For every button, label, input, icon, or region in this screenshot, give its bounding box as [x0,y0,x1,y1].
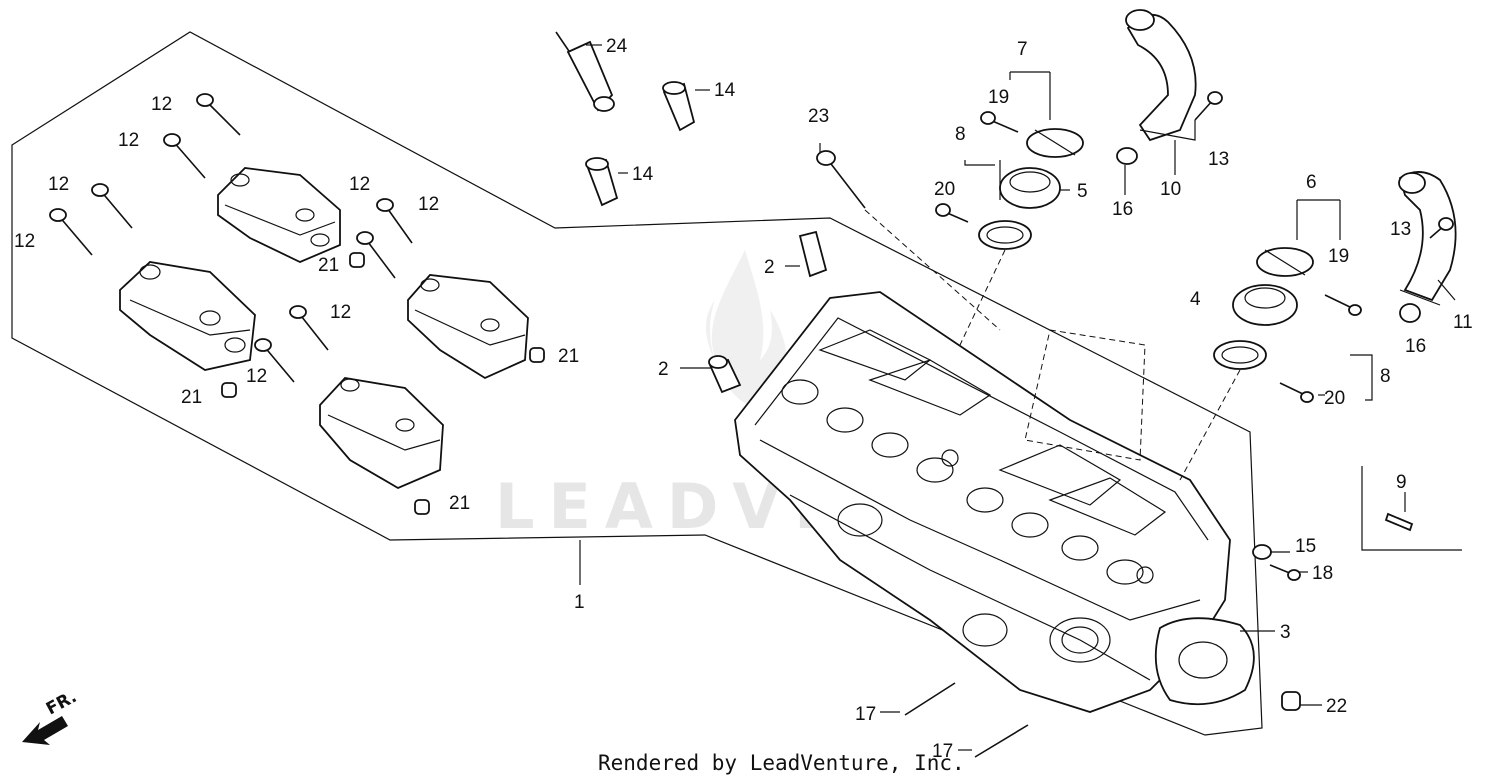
callout-23: 23 [808,106,829,127]
bolt-18 [1269,564,1301,581]
clamp-7 [1026,128,1084,158]
callout-17-upper: 17 [855,704,876,725]
alignment-lines [864,209,1241,481]
bolts-12 [49,93,413,383]
oring-8-lower [1213,340,1267,370]
callout-14-upper: 14 [714,80,736,101]
stud-17-upper [904,682,956,716]
callout-16-lower: 16 [1405,336,1426,357]
clamp-6 [1256,247,1314,277]
oring-16-lower [1399,303,1421,323]
callout-12-a: 12 [151,94,172,115]
plug-tube-upper [662,81,696,132]
caps-group-outline [11,31,1263,736]
callout-6: 6 [1306,172,1317,193]
callout-24: 24 [606,36,628,57]
callout-15: 15 [1295,536,1316,557]
group-bracket-9 [1361,466,1462,551]
callout-21-b: 21 [558,346,579,367]
plug-tube-lower [585,157,619,207]
oring-8-upper [978,220,1032,250]
callout-7: 7 [1017,39,1028,60]
callout-2-upper: 2 [764,257,775,278]
bolt-20-upper [935,203,969,223]
callout-21-a: 21 [318,255,339,276]
callout-12-c: 12 [48,174,69,195]
callout-20-upper: 20 [934,179,955,200]
leader-lines [579,44,1456,751]
pipe-10 [1125,9,1197,142]
callout-16-upper: 16 [1112,199,1133,220]
callout-labels: 24 14 14 23 7 19 8 20 5 16 10 13 6 13 19… [14,36,1473,762]
callout-13-upper: 13 [1208,149,1229,170]
holder-5 [999,167,1061,209]
holder-4 [1232,284,1298,326]
callout-9: 9 [1396,472,1407,493]
callout-10: 10 [1160,179,1181,200]
callout-12-g: 12 [330,302,351,323]
callout-12-b: 12 [118,130,139,151]
cylinder-head [734,291,1243,713]
callout-5: 5 [1077,181,1088,202]
callout-8-upper: 8 [955,124,966,145]
cam-holder-middle-left [119,261,256,371]
bolt-19-lower [1324,294,1362,316]
callout-21-c: 21 [181,387,202,408]
sensor-9 [1384,512,1414,532]
callout-8-lower: 8 [1380,366,1391,387]
cam-holder-upper-left [217,167,341,263]
callout-2-lower: 2 [658,359,669,380]
oring-16-upper [1116,147,1138,165]
spark-plug [555,31,615,112]
callout-4: 4 [1190,289,1201,310]
bolt-20-lower [1279,382,1314,403]
callout-3: 3 [1280,622,1291,643]
dowel-pins-21 [221,252,545,515]
exhaust-gasket [1154,617,1255,706]
front-label: FR. [43,687,80,719]
callout-18: 18 [1312,563,1333,584]
footer-credit: Rendered by LeadVenture, Inc. [598,751,965,775]
bolt-19-upper [980,111,1019,133]
valve-guide-upper [798,230,828,278]
callout-12-f: 12 [418,194,439,215]
stud-17-lower [974,724,1029,758]
cam-holder-right [407,274,529,380]
collar-22 [1281,691,1301,711]
bolt-13-upper [1194,91,1223,121]
callout-12-d: 12 [14,231,35,252]
bolt-23 [816,150,866,209]
bolt-13-lower [1429,217,1454,239]
cam-holder-lower [319,377,444,490]
callout-13-lower: 13 [1390,219,1411,240]
callout-11: 11 [1453,312,1473,333]
callout-17-lower: 17 [932,741,953,762]
callout-19-upper: 19 [988,87,1009,108]
front-direction-arrow: FR. [22,687,80,745]
callout-21-d: 21 [449,493,470,514]
callout-14-lower: 14 [632,164,654,185]
callout-1: 1 [574,592,585,613]
washer-15 [1252,544,1272,560]
callout-12-e: 12 [349,174,370,195]
callout-12-h: 12 [246,366,267,387]
callout-22: 22 [1326,696,1347,717]
pipe-11 [1398,171,1457,306]
callout-19-lower: 19 [1328,246,1349,267]
callout-20-lower: 20 [1324,388,1345,409]
valve-guide-lower [708,355,742,394]
